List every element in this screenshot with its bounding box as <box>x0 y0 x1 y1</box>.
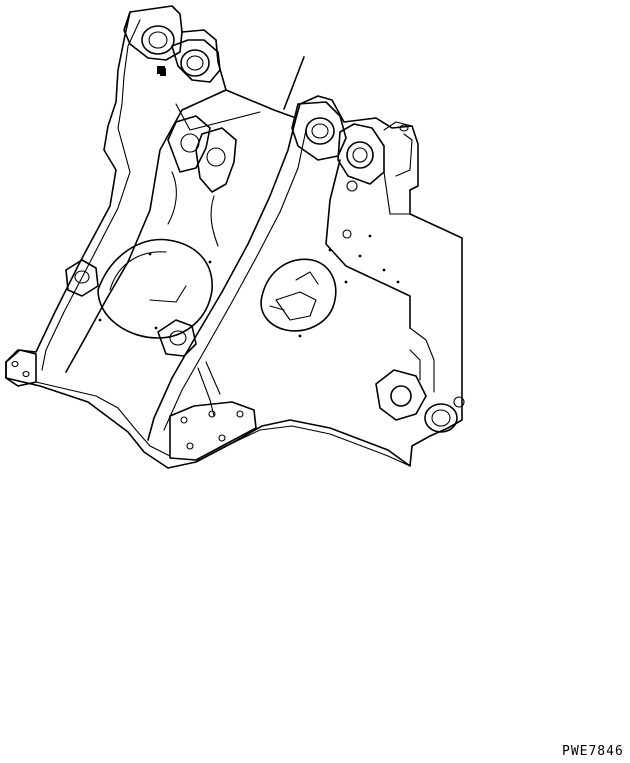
upper-right-pin-hole-inner <box>186 55 204 71</box>
rivet-dot <box>344 280 348 284</box>
center-pad-bolt-1 <box>180 416 188 424</box>
center-pad-bolt-5 <box>218 434 226 442</box>
lower-mid-ear <box>157 319 197 357</box>
front-upright-hole-inner <box>352 147 368 163</box>
upper-right-pin-hole <box>180 49 210 77</box>
right-top-pin-hole <box>305 117 335 145</box>
gusset-lobe-left <box>167 115 211 173</box>
center-pad-bolt-4 <box>186 442 194 450</box>
center-pad-bolt-2 <box>208 410 216 418</box>
right-lower-rib <box>409 327 435 393</box>
upper-left-pin-hole-inner <box>148 31 168 49</box>
rivet-dot <box>396 280 400 284</box>
right-opening-tab <box>269 271 319 311</box>
rivet-dot <box>382 268 386 272</box>
lower-center-pad <box>169 401 257 461</box>
gusset-lobe-right <box>195 127 237 193</box>
right-frame-opening <box>260 258 337 332</box>
front-right-nut <box>453 396 465 408</box>
left-frame-outline <box>5 5 463 469</box>
left-foot-bolt-1 <box>11 360 19 368</box>
left-opening-inner-rim <box>109 251 187 303</box>
leader-line <box>283 56 305 110</box>
right-side-small-hole <box>399 124 409 132</box>
front-column <box>325 159 411 329</box>
lower-mid-ear-hole <box>169 330 187 346</box>
left-side-ear-hole <box>74 270 90 284</box>
front-upright-hole <box>346 141 374 169</box>
lower-brace <box>197 361 221 417</box>
upper-left-lug <box>123 11 183 61</box>
front-right-ring-inner <box>431 409 451 427</box>
rivet-dot <box>328 248 332 252</box>
right-frame-front-plate <box>147 117 297 441</box>
center-pad-bolt-3 <box>236 410 244 418</box>
lower-front-boss <box>375 369 427 421</box>
gusset-curve <box>167 171 219 247</box>
right-frame-front-plate-edge <box>163 129 307 431</box>
rivet-dot <box>358 254 362 258</box>
left-frame-opening <box>97 238 213 339</box>
right-side-plate-top <box>383 121 413 177</box>
right-opening-inner <box>275 291 317 321</box>
left-side-ear <box>65 259 99 297</box>
column-top-nut <box>346 180 358 192</box>
lower-front-boss-hole <box>390 385 412 407</box>
central-plate <box>65 89 227 373</box>
right-bottom-flange <box>195 425 411 467</box>
central-plate-edge <box>175 103 261 131</box>
drawing-reference-code: PWE7846 <box>562 744 624 759</box>
top-hook-piece <box>160 68 166 76</box>
gusset-hole-right <box>206 147 226 167</box>
front-right-ring <box>424 403 458 433</box>
rivet-dot <box>148 252 152 256</box>
left-lower-flange <box>35 381 171 457</box>
left-foot-pad <box>5 349 37 387</box>
front-column-edge <box>383 171 411 215</box>
right-top-pin-hole-inner <box>311 123 329 139</box>
rivet-dot <box>208 260 212 264</box>
front-column-bolt <box>342 229 352 239</box>
left-foot-bolt-2 <box>22 370 30 378</box>
rivet-dot <box>154 326 158 330</box>
rivet-dot <box>368 234 372 238</box>
upper-left-pin-hole <box>141 25 175 55</box>
left-frame-inner-edge <box>41 19 141 371</box>
rivet-dot <box>98 318 102 322</box>
rivet-dot <box>298 334 302 338</box>
